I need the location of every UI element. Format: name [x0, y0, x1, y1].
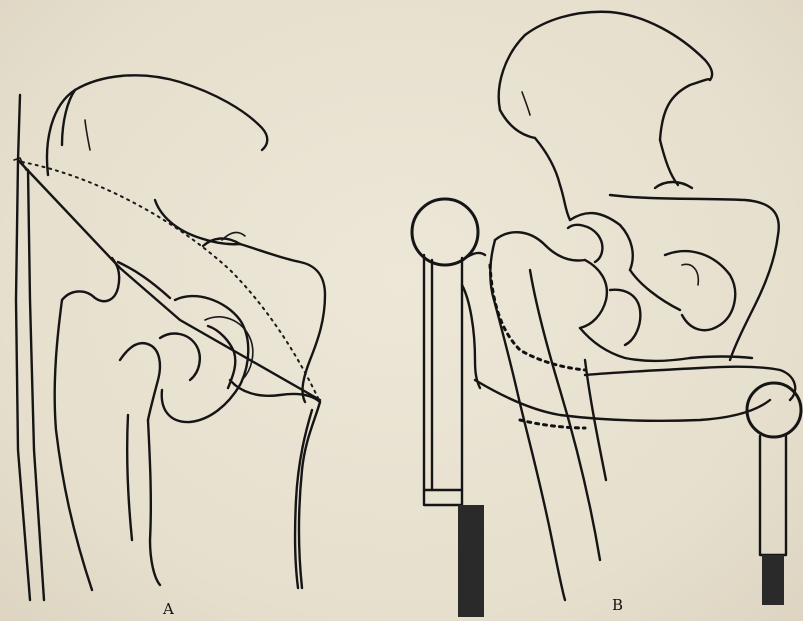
panel-b-label: B: [612, 596, 624, 614]
panel-b-left-bar-rod: [458, 505, 484, 617]
panel-b-horizontal-bar: [462, 285, 795, 421]
panel-b-left-bar: [412, 199, 485, 617]
panel-b-right-bar-rod: [762, 555, 784, 605]
panel-b-dotted-lower: [520, 420, 585, 428]
panel-b-dotted-upper: [490, 265, 585, 370]
panel-a: [14, 75, 325, 600]
panel-a-solid-line: [18, 160, 320, 400]
panel-b-femur: [490, 240, 606, 600]
panel-a-femur: [55, 258, 320, 590]
panel-a-ilium: [47, 75, 325, 402]
panel-a-femoral-head: [160, 296, 320, 422]
panel-b: [412, 12, 801, 617]
panel-a-dotted-line: [22, 162, 318, 398]
panel-a-solid-line-branch: [118, 262, 170, 298]
panel-a-label: A: [163, 600, 175, 618]
panel-b-right-bar: [747, 383, 801, 605]
panel-b-pelvis: [499, 12, 779, 360]
